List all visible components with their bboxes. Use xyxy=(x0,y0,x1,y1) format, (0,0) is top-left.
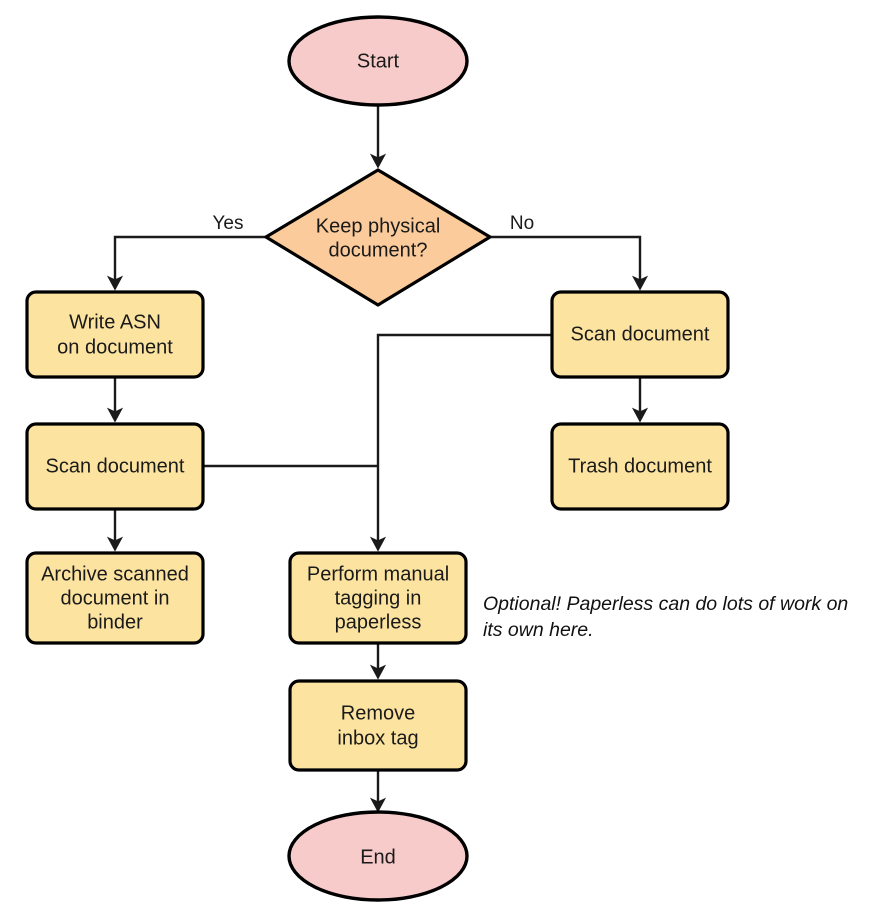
end-ellipse xyxy=(287,810,469,902)
trash-box xyxy=(550,422,730,511)
tagging-label-line3: paperless xyxy=(335,611,422,633)
node-archive-scanned-document[interactable]: Archive scanned document in binder xyxy=(25,551,205,645)
archive-label-line2: document in xyxy=(61,587,170,609)
annotation-line1: Optional! Paperless can do lots of work … xyxy=(483,593,848,615)
node-remove-inbox-tag[interactable]: Remove inbox tag xyxy=(288,679,468,772)
edge-decision-yes-to-write-asn xyxy=(106,235,265,291)
write-asn-label-line1: Write ASN xyxy=(69,311,161,333)
scan-right-label: Scan document xyxy=(571,323,710,345)
start-label: Start xyxy=(357,50,400,72)
decision-label-line1: Keep physical xyxy=(316,215,441,237)
tagging-box xyxy=(288,551,468,645)
node-decision-keep-physical-document[interactable]: Keep physical document? xyxy=(264,168,492,307)
remove-inbox-box xyxy=(288,679,468,772)
trash-label: Trash document xyxy=(568,455,712,477)
node-scan-document-left[interactable]: Scan document xyxy=(25,422,205,511)
archive-label-line1: Archive scanned xyxy=(41,563,189,585)
scan-right-box xyxy=(550,290,730,379)
annotation-line2: its own here. xyxy=(483,619,594,641)
archive-box xyxy=(25,551,205,645)
node-start[interactable]: Start xyxy=(287,15,469,107)
start-ellipse xyxy=(287,15,469,107)
edge-decision-no-to-scan-right xyxy=(491,235,649,291)
edge-label-yes: Yes xyxy=(213,213,244,234)
decision-label-line2: document? xyxy=(329,239,428,261)
node-write-asn[interactable]: Write ASN on document xyxy=(25,290,205,379)
scan-left-box xyxy=(25,422,205,511)
node-end[interactable]: End xyxy=(287,810,469,902)
tagging-label-line1: Perform manual xyxy=(307,563,449,585)
node-trash-document[interactable]: Trash document xyxy=(550,422,730,511)
node-scan-document-right[interactable]: Scan document xyxy=(550,290,730,379)
scan-left-label: Scan document xyxy=(46,455,185,477)
archive-label-line3: binder xyxy=(87,611,143,633)
edge-scan-right-to-tagging xyxy=(369,333,552,552)
edge-label-no: No xyxy=(510,213,534,234)
node-perform-manual-tagging[interactable]: Perform manual tagging in paperless xyxy=(288,551,468,645)
annotation-optional-note: Optional! Paperless can do lots of work … xyxy=(483,593,848,641)
remove-inbox-label-line1: Remove xyxy=(341,702,415,724)
tagging-label-line2: tagging in xyxy=(335,587,422,609)
end-label: End xyxy=(360,846,396,868)
write-asn-box xyxy=(25,290,205,379)
decision-diamond xyxy=(264,168,492,307)
remove-inbox-label-line2: inbox tag xyxy=(337,727,418,749)
write-asn-label-line2: on document xyxy=(57,336,173,358)
